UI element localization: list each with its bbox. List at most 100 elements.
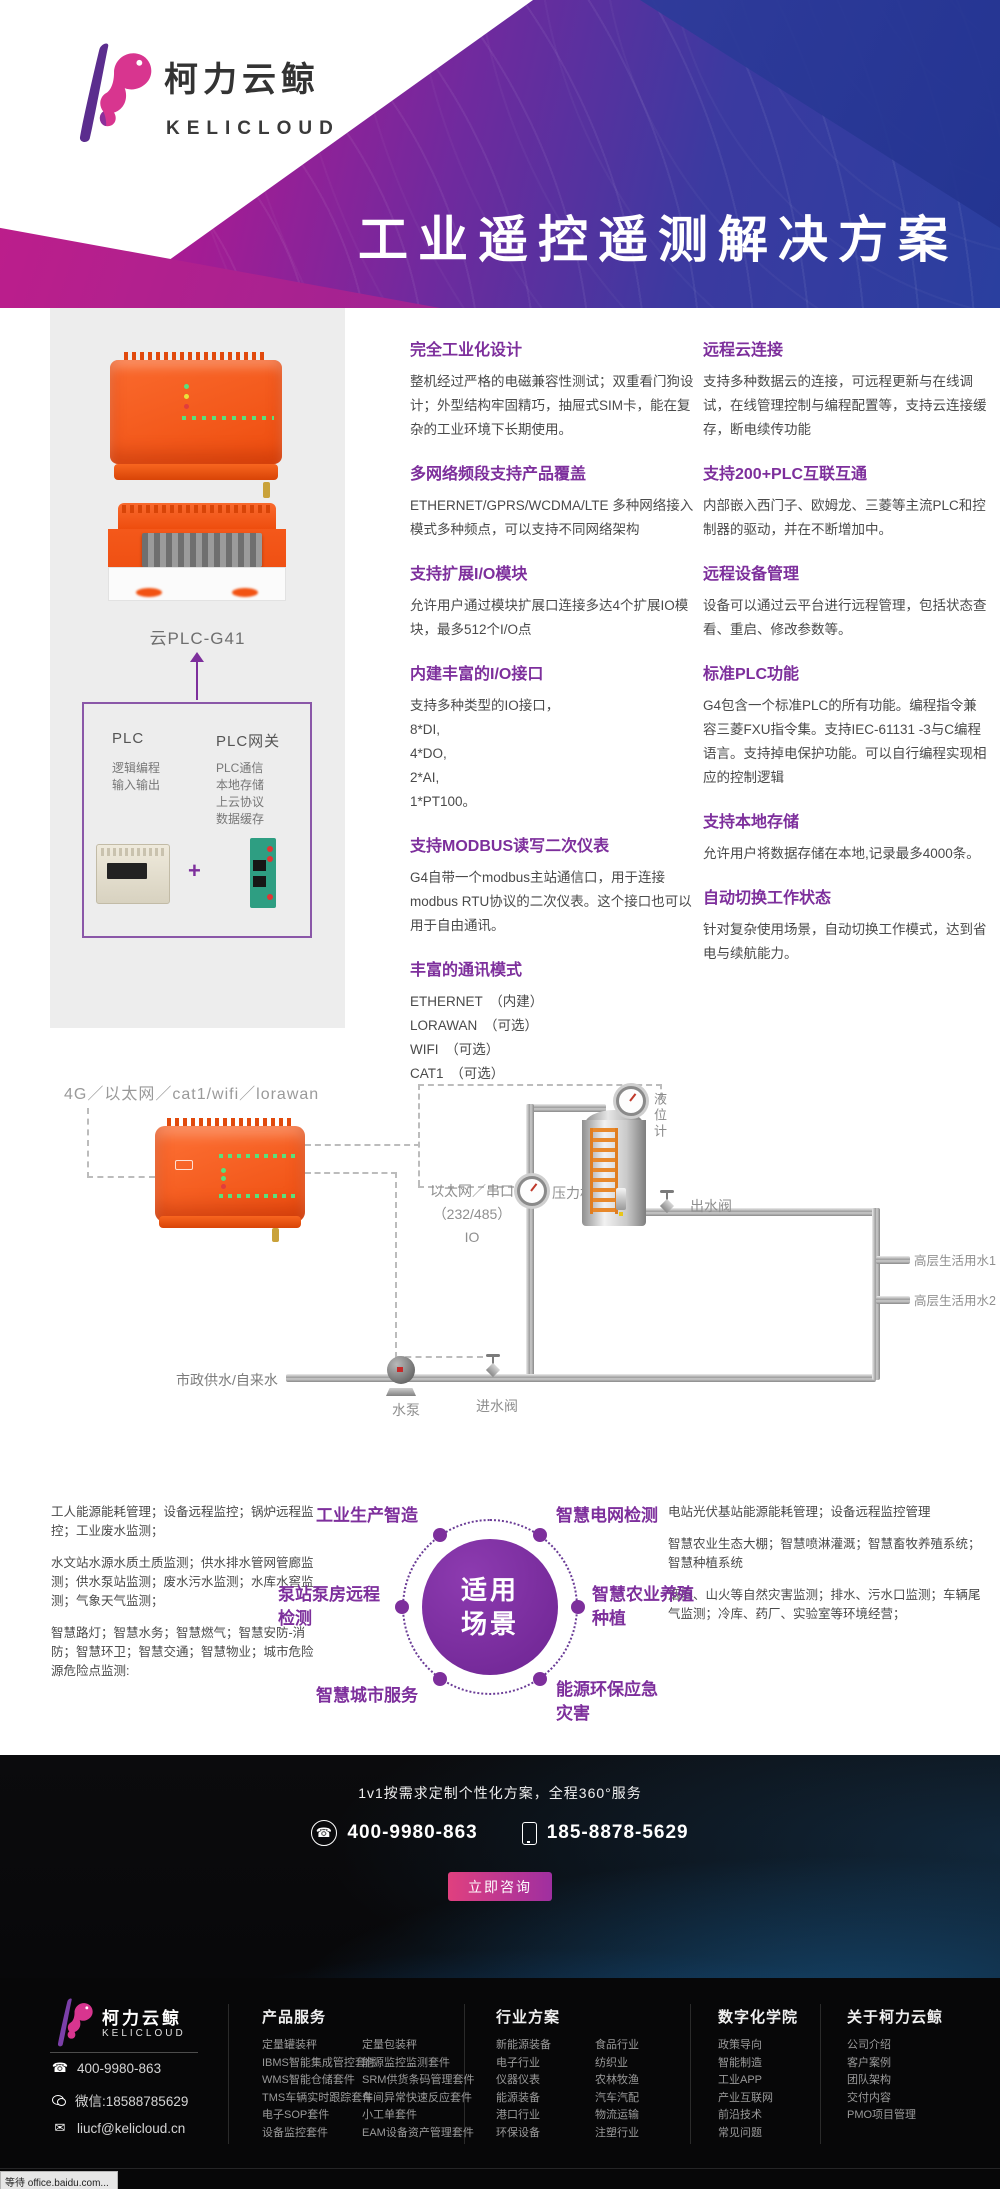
footer-link[interactable]: 能源监控监测套件 bbox=[362, 2056, 450, 2069]
consult-now-button[interactable]: 立即咨询 bbox=[448, 1872, 552, 1901]
feature-title: 标准PLC功能 bbox=[703, 666, 800, 683]
product-model-label: 云PLC-G41 bbox=[149, 629, 246, 648]
footer-link[interactable]: 小工单套件 bbox=[362, 2109, 417, 2121]
footer-link[interactable]: 食品行业 bbox=[595, 2039, 639, 2051]
footer-link[interactable]: 电子SOP套件 bbox=[262, 2109, 330, 2121]
level-sensor bbox=[616, 1188, 626, 1216]
pipe-segment bbox=[640, 1208, 880, 1216]
footer-link[interactable]: 注塑行业 bbox=[595, 2126, 639, 2139]
feature-item: 完全工业化设计 整机经过严格的电磁兼容性测试；双重看门狗设计；外型结构牢固精巧，… bbox=[410, 336, 702, 442]
feature-item: 支持200+PLC互联互通 内部嵌入西门子、欧姆龙、三菱等主流PLC和控制器的驱… bbox=[703, 460, 990, 542]
footer-link[interactable]: 定量包装秤 bbox=[362, 2039, 417, 2051]
dashed-line bbox=[87, 1176, 155, 1178]
footer-logo-name-cn: 柯力云鲸 bbox=[102, 2009, 182, 2028]
cta-phone-2[interactable]: 185-8878-5629 bbox=[521, 1821, 689, 1845]
footer-link[interactable]: 产业互联网 bbox=[718, 2091, 773, 2104]
footer-link[interactable]: 工业APP bbox=[718, 2074, 763, 2086]
cta-phones: ☎ 400-9980-863 185-8878-5629 bbox=[0, 1820, 1000, 1846]
footer-link[interactable]: 港口行业 bbox=[496, 2109, 540, 2121]
pressure-gauge-icon bbox=[517, 1176, 547, 1206]
browser-status-tooltip: 等待 office.baidu.com... bbox=[0, 2171, 118, 2189]
phone-icon: ☎ bbox=[51, 2060, 69, 2075]
footer-logo-divider bbox=[50, 2052, 198, 2053]
footer-link[interactable]: 客户案例 bbox=[847, 2056, 891, 2069]
footer-link[interactable]: 智能制造 bbox=[718, 2056, 762, 2069]
feature-body: 支持多种类型的IO接口， 8*DI, 4*DO, 2*AI, 1*PT100。 bbox=[410, 698, 560, 809]
mobile-phone-icon bbox=[521, 1821, 537, 1845]
features-left-column: 完全工业化设计 整机经过严格的电磁兼容性测试；双重看门狗设计；外型结构牢固精巧，… bbox=[410, 318, 702, 1086]
feature-title: 支持200+PLC互联互通 bbox=[703, 466, 868, 483]
logo-name-cn: 柯力云鲸 bbox=[164, 61, 320, 99]
scenario-paragraph: 烟雾、山火等自然灾害监测；排水、污水口监测；车辆尾气监测；冷库、药厂、实验室等环… bbox=[668, 1588, 981, 1621]
footer-link[interactable]: IBMS智能集成管控套件 bbox=[262, 2056, 377, 2069]
footer-contact-wechat[interactable]: 微信:18588785629 bbox=[52, 2090, 188, 2110]
footer-contact-phone[interactable]: ☎ 400-9980-863 bbox=[52, 2060, 161, 2076]
footer-link[interactable]: 交付内容 bbox=[847, 2091, 891, 2104]
footer-contact-email[interactable]: ✉ liucf@kelicloud.cn bbox=[52, 2120, 186, 2136]
footer-link[interactable]: 汽车汽配 bbox=[595, 2091, 639, 2104]
footer-link[interactable]: 团队架构 bbox=[847, 2074, 891, 2086]
dashed-line bbox=[305, 1172, 397, 1174]
scenario-label-city: 智慧城市服务 bbox=[316, 1686, 418, 1705]
feature-title: 远程设备管理 bbox=[703, 566, 800, 583]
feature-title: 支持本地存储 bbox=[703, 814, 800, 831]
footer-link[interactable]: 定量罐装秤 bbox=[262, 2039, 317, 2051]
feature-body: 针对复杂使用场景，自动切换工作模式，达到省电与续航能力。 bbox=[703, 922, 987, 961]
city-supply-label: 市政供水/自来水 bbox=[176, 1372, 278, 1388]
feature-body: 支持多种数据云的连接，可远程更新与在线调试，在线管理控制与编程配置等，支持云连接… bbox=[703, 374, 987, 437]
feature-item: 标准PLC功能 G4包含一个标准PLC的所有功能。编程指令兼容三菱FXU指令集。… bbox=[703, 660, 990, 790]
footer-link[interactable]: EAM设备资产管理套件 bbox=[362, 2126, 474, 2139]
footer-link[interactable]: 物流运输 bbox=[595, 2109, 639, 2121]
footer-divider bbox=[820, 2004, 821, 2144]
feature-item: 远程设备管理 设备可以通过云平台进行远程管理，包括状态查看、重启、修改参数等。 bbox=[703, 560, 990, 642]
footer-wechat-text: 微信:18588785629 bbox=[75, 2094, 189, 2109]
cloud-plc-product-photo-1 bbox=[110, 350, 282, 498]
gateway-board-photo bbox=[250, 838, 276, 908]
ring-dot bbox=[433, 1528, 447, 1542]
footer-link[interactable]: 常见问题 bbox=[718, 2126, 762, 2139]
footer-link[interactable]: 仪器仪表 bbox=[496, 2074, 540, 2086]
dashed-line bbox=[660, 1084, 662, 1098]
footer-link[interactable]: 能源装备 bbox=[496, 2091, 540, 2104]
cloud-plc-device-illustration bbox=[155, 1118, 305, 1242]
footer-logo-name-en: KELICLOUD bbox=[102, 2028, 186, 2039]
footer-link[interactable]: 前沿技术 bbox=[718, 2109, 762, 2121]
dashed-line bbox=[418, 1186, 514, 1188]
footer-link[interactable]: SRM供货条码管理套件 bbox=[362, 2074, 475, 2086]
footer-links-industry-a: 新能源装备电子行业仪器仪表能源装备港口行业环保设备 bbox=[496, 2039, 596, 2145]
footer-link[interactable]: 新能源装备 bbox=[496, 2039, 551, 2051]
footer-link[interactable]: 纺织业 bbox=[595, 2056, 628, 2069]
feature-item: 自动切换工作状态 针对复杂使用场景，自动切换工作模式，达到省电与续航能力。 bbox=[703, 884, 990, 966]
feature-item: 丰富的通讯模式 ETHERNET （内建） LORAWAN （可选） WIFI … bbox=[410, 956, 702, 1086]
feature-title: 多网络频段支持产品覆盖 bbox=[410, 466, 587, 483]
footer-link[interactable]: 政策导向 bbox=[718, 2039, 762, 2051]
ring-dot bbox=[395, 1600, 409, 1614]
feature-item: 支持MODBUS读写二次仪表 G4自带一个modbus主站通信口，用于连接mod… bbox=[410, 832, 702, 938]
ring-dot bbox=[533, 1528, 547, 1542]
gateway-box-desc: PLC通信 本地存储 上云协议 数据缓存 bbox=[216, 761, 265, 826]
pipe-segment bbox=[528, 1104, 606, 1112]
ring-dot bbox=[433, 1672, 447, 1686]
scenario-paragraph: 工人能源能耗管理；设备远程监控；锅炉远程监控；工业废水监测； bbox=[51, 1505, 314, 1538]
footer-link[interactable]: 车间异常快速反应套件 bbox=[362, 2091, 472, 2104]
footer-link[interactable]: 公司介绍 bbox=[847, 2039, 891, 2051]
up-arrow-line bbox=[196, 660, 198, 700]
footer-divider bbox=[690, 2004, 691, 2144]
footer-col-products-title: 产品服务 bbox=[262, 2009, 327, 2026]
scenario-paragraph: 智慧农业生态大棚；智慧喷淋灌溉；智慧畜牧养殖系统；智慧种植系统 bbox=[668, 1537, 981, 1570]
cta-phone-2-number: 185-8878-5629 bbox=[546, 1822, 689, 1843]
cta-phone-1[interactable]: ☎ 400-9980-863 bbox=[311, 1820, 477, 1846]
feature-item: 支持扩展I/O模块 允许用户通过模块扩展口连接多达4个扩展IO模块，最多512个… bbox=[410, 560, 702, 642]
footer-link[interactable]: 电子行业 bbox=[496, 2056, 540, 2069]
footer-link[interactable]: 环保设备 bbox=[496, 2126, 540, 2139]
footer-link[interactable]: WMS智能仓储套件 bbox=[262, 2074, 355, 2086]
water-branch-1-label: 高层生活用水1 bbox=[914, 1254, 996, 1268]
footer-link[interactable]: 设备监控套件 bbox=[262, 2126, 328, 2139]
cloud-plc-product-photo-2 bbox=[108, 503, 286, 601]
footer-link[interactable]: 农林牧渔 bbox=[595, 2074, 639, 2086]
level-gauge-label: 液位计 bbox=[652, 1092, 667, 1140]
page-title: 工业遥控遥测解决方案 bbox=[358, 212, 958, 268]
footer-link[interactable]: TMS车辆实时跟踪套件 bbox=[262, 2091, 374, 2104]
footer-link[interactable]: PMO项目管理 bbox=[847, 2109, 917, 2121]
outlet-valve-label: 出水阀 bbox=[690, 1198, 732, 1214]
